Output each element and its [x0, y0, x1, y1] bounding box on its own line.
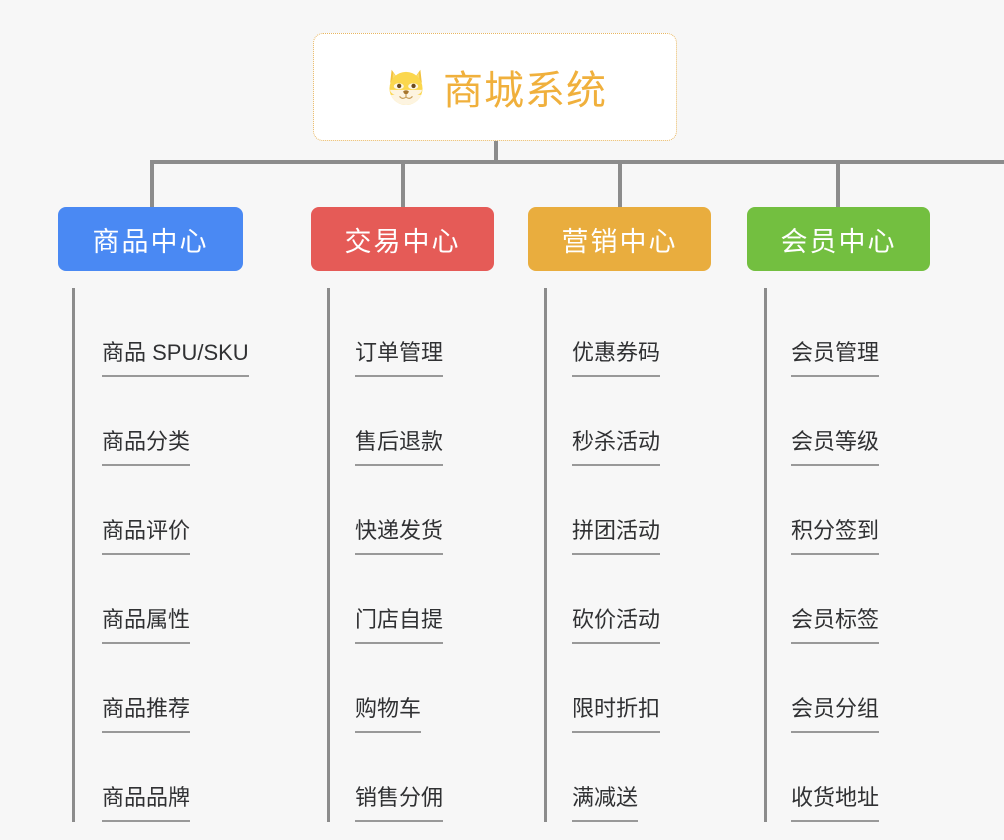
category-header-marketing-center[interactable]: 营销中心: [528, 207, 711, 271]
connector-drop-3: [618, 160, 622, 208]
connector-spine-member-center: [764, 288, 767, 822]
column-trade-center: 交易中心 订单管理 售后退款 快递发货 门店自提 购物车 销售分佣: [311, 207, 494, 822]
sub-item-label: 商品分类: [102, 431, 191, 466]
list-item[interactable]: 商品分类: [58, 377, 243, 466]
list-item[interactable]: 砍价活动: [528, 555, 711, 644]
list-item[interactable]: 商品属性: [58, 555, 243, 644]
list-item[interactable]: 订单管理: [311, 288, 494, 377]
list-item[interactable]: 拼团活动: [528, 466, 711, 555]
root-node-shopping-mall-system[interactable]: 商城系统: [313, 33, 677, 141]
sub-item-label: 快递发货: [355, 520, 444, 555]
sub-item-label: 限时折扣: [572, 698, 661, 733]
connector-drop-2: [401, 160, 405, 208]
list-item[interactable]: 商品推荐: [58, 644, 243, 733]
list-item[interactable]: 会员分组: [747, 644, 930, 733]
column-marketing-center: 营销中心 优惠券码 秒杀活动 拼团活动 砍价活动 限时折扣 满减送: [528, 207, 711, 822]
sub-item-label: 会员分组: [791, 698, 880, 733]
list-item[interactable]: 快递发货: [311, 466, 494, 555]
list-item[interactable]: 商品 SPU/SKU: [58, 288, 249, 377]
sub-item-label: 拼团活动: [572, 520, 661, 555]
connector-horizontal-bus: [150, 160, 1004, 164]
dog-face-icon: [383, 64, 429, 110]
sub-item-list-marketing-center: 优惠券码 秒杀活动 拼团活动 砍价活动 限时折扣 满减送: [528, 288, 711, 822]
sub-item-label: 商品评价: [102, 520, 191, 555]
list-item[interactable]: 售后退款: [311, 377, 494, 466]
list-item[interactable]: 会员等级: [747, 377, 930, 466]
sub-item-label: 购物车: [355, 698, 422, 733]
column-member-center: 会员中心 会员管理 会员等级 积分签到 会员标签 会员分组 收货地址: [747, 207, 930, 822]
sub-item-list-product-center: 商品 SPU/SKU 商品分类 商品评价 商品属性 商品推荐 商品品牌: [58, 288, 249, 822]
connector-spine-trade-center: [327, 288, 330, 822]
connector-spine-product-center: [72, 288, 75, 822]
list-item[interactable]: 商品品牌: [58, 733, 243, 822]
sub-item-label: 收货地址: [791, 787, 880, 822]
category-header-trade-center[interactable]: 交易中心: [311, 207, 494, 271]
connector-drop-4: [836, 160, 840, 208]
sub-item-label: 订单管理: [355, 342, 444, 377]
list-item[interactable]: 销售分佣: [311, 733, 494, 822]
sub-item-label: 满减送: [572, 787, 639, 822]
list-item[interactable]: 限时折扣: [528, 644, 711, 733]
list-item[interactable]: 门店自提: [311, 555, 494, 644]
sub-item-label: 会员等级: [791, 431, 880, 466]
column-product-center: 商品中心 商品 SPU/SKU 商品分类 商品评价 商品属性 商品推荐 商品品牌: [58, 207, 249, 822]
sub-item-label: 商品 SPU/SKU: [102, 342, 249, 377]
sub-item-label: 售后退款: [355, 431, 444, 466]
sub-item-label: 砍价活动: [572, 609, 661, 644]
list-item[interactable]: 会员标签: [747, 555, 930, 644]
list-item[interactable]: 购物车: [311, 644, 494, 733]
category-header-product-center[interactable]: 商品中心: [58, 207, 243, 271]
connector-root-stem: [494, 141, 498, 163]
sub-item-label: 商品属性: [102, 609, 191, 644]
sub-item-list-member-center: 会员管理 会员等级 积分签到 会员标签 会员分组 收货地址: [747, 288, 930, 822]
sub-item-label: 会员标签: [791, 609, 880, 644]
sub-item-list-trade-center: 订单管理 售后退款 快递发货 门店自提 购物车 销售分佣: [311, 288, 494, 822]
sub-item-label: 门店自提: [355, 609, 444, 644]
list-item[interactable]: 会员管理: [747, 288, 930, 377]
list-item[interactable]: 积分签到: [747, 466, 930, 555]
sub-item-label: 积分签到: [791, 520, 880, 555]
connector-drop-1: [150, 160, 154, 208]
list-item[interactable]: 商品评价: [58, 466, 243, 555]
sub-item-label: 商品推荐: [102, 698, 191, 733]
list-item[interactable]: 优惠券码: [528, 288, 711, 377]
category-header-member-center[interactable]: 会员中心: [747, 207, 930, 271]
sub-item-label: 会员管理: [791, 342, 880, 377]
sub-item-label: 销售分佣: [355, 787, 444, 822]
sub-item-label: 秒杀活动: [572, 431, 661, 466]
sub-item-label: 商品品牌: [102, 787, 191, 822]
list-item[interactable]: 收货地址: [747, 733, 930, 822]
connector-spine-marketing-center: [544, 288, 547, 822]
sub-item-label: 优惠券码: [572, 342, 661, 377]
list-item[interactable]: 秒杀活动: [528, 377, 711, 466]
root-title: 商城系统: [443, 69, 607, 113]
list-item[interactable]: 满减送: [528, 733, 711, 822]
